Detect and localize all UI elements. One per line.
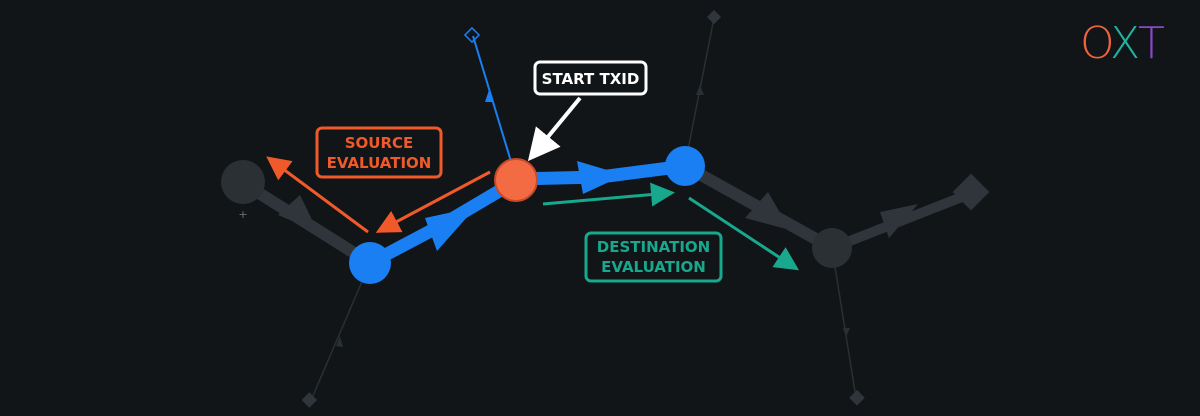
active-edges (363, 159, 692, 270)
source-evaluation-label: SOURCE EVALUATION (315, 126, 443, 179)
node-far-right-diamond (952, 173, 990, 211)
edge-dim-left-arrow (278, 195, 318, 232)
logo-letter-x: X (1110, 18, 1140, 69)
edge-blue-up (472, 35, 517, 179)
destination-label-line2: EVALUATION (601, 258, 706, 276)
node-far-left-plus: + (238, 208, 247, 221)
logo-letter-o: O (1080, 18, 1115, 69)
edge-top-right-arrow (696, 85, 704, 95)
start-txid-label: START TXID (533, 60, 648, 96)
edge-right-down (831, 247, 857, 399)
edge-left-down-arrow (336, 336, 343, 347)
node-far-left (221, 160, 265, 204)
node-destination-output (665, 146, 705, 186)
logo-letter-t: T (1138, 18, 1165, 69)
edge-left-down (311, 262, 371, 399)
nodes: + (221, 9, 990, 408)
source-arrow-out (266, 156, 369, 234)
node-top-diamond (463, 26, 481, 44)
destination-evaluation-label: DESTINATION EVALUATION (584, 231, 723, 283)
node-source-input (349, 242, 391, 284)
annotation-arrows (266, 96, 800, 271)
node-bottom-right-diamond (849, 389, 865, 406)
dim-edges (237, 160, 977, 269)
edge-right-down-arrow (843, 328, 850, 337)
node-right-dim (812, 228, 852, 268)
edge-dim-right-1-arrow (745, 192, 790, 230)
faint-edges (311, 17, 857, 399)
source-label-line2: EVALUATION (327, 154, 432, 172)
oxt-logo: O X T (1080, 18, 1165, 69)
edge-blue-left-arrow (425, 207, 476, 251)
start-pointer-arrow (527, 96, 582, 162)
node-bottom-left-diamond (301, 392, 318, 408)
dest-arrow-in (542, 182, 675, 207)
edge-blue-up-arrow (485, 90, 494, 102)
edge-dim-right-2-arrow (880, 204, 918, 238)
source-arrow-in (375, 170, 491, 233)
node-top-right-diamond (706, 9, 722, 25)
edge-blue-right-arrow (577, 161, 624, 194)
destination-label-line1: DESTINATION (597, 238, 710, 256)
node-start-tx (494, 158, 538, 202)
source-label-line1: SOURCE (345, 134, 414, 152)
start-txid-text: START TXID (542, 70, 640, 88)
dest-arrow-out (688, 196, 800, 271)
